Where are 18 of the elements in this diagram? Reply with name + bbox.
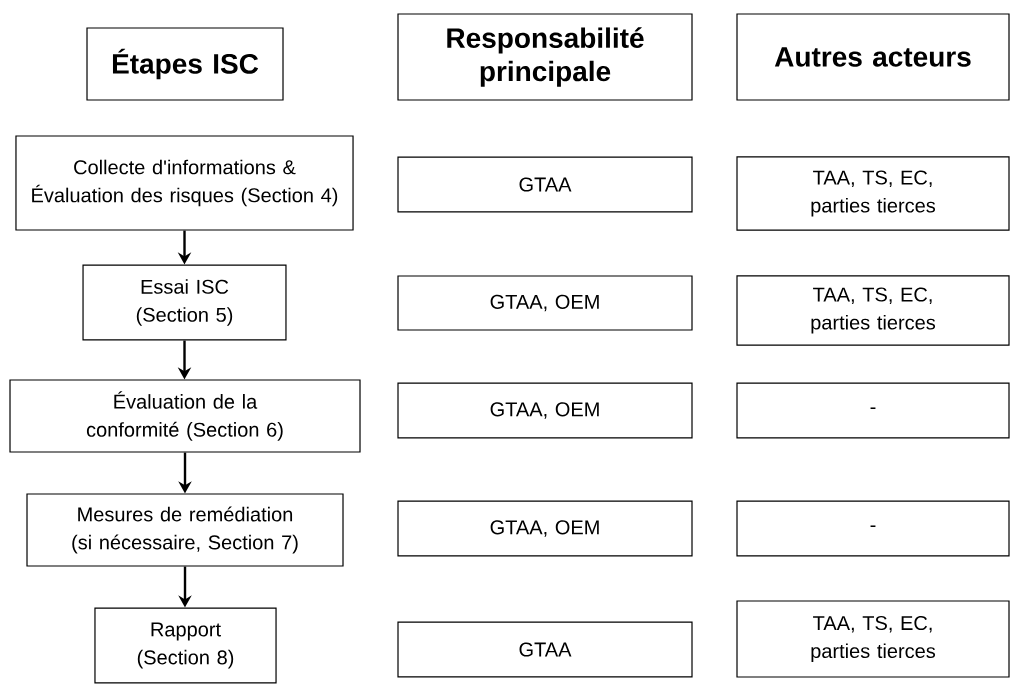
header-box: Responsabilité principale — [397, 13, 693, 101]
responsibility-box: GTAA — [397, 621, 693, 678]
step-box: Mesures de remédiation (si nécessaire, Section 7) — [26, 493, 344, 567]
actor-box: - — [736, 500, 1010, 557]
step-box: Collecte d'informations & Évaluation des risques (Section 4) — [15, 135, 354, 231]
step-box: Évaluation de la conformité (Section 6) — [9, 379, 361, 453]
responsibility-box: GTAA — [397, 156, 693, 213]
actor-box: - — [736, 382, 1010, 439]
actor-box: TAA, TS, EC, parties tierces — [736, 600, 1010, 678]
responsibility-box: GTAA, OEM — [397, 500, 693, 557]
step-box: Essai ISC (Section 5) — [82, 264, 287, 341]
actor-box: TAA, TS, EC, parties tierces — [736, 275, 1010, 346]
responsibility-box: GTAA, OEM — [397, 275, 693, 331]
actor-box: TAA, TS, EC, parties tierces — [736, 156, 1010, 231]
responsibility-box: GTAA, OEM — [397, 382, 693, 439]
header-box: Étapes ISC — [86, 27, 284, 101]
header-box: Autres acteurs — [736, 13, 1010, 101]
step-box: Rapport (Section 8) — [94, 607, 277, 684]
